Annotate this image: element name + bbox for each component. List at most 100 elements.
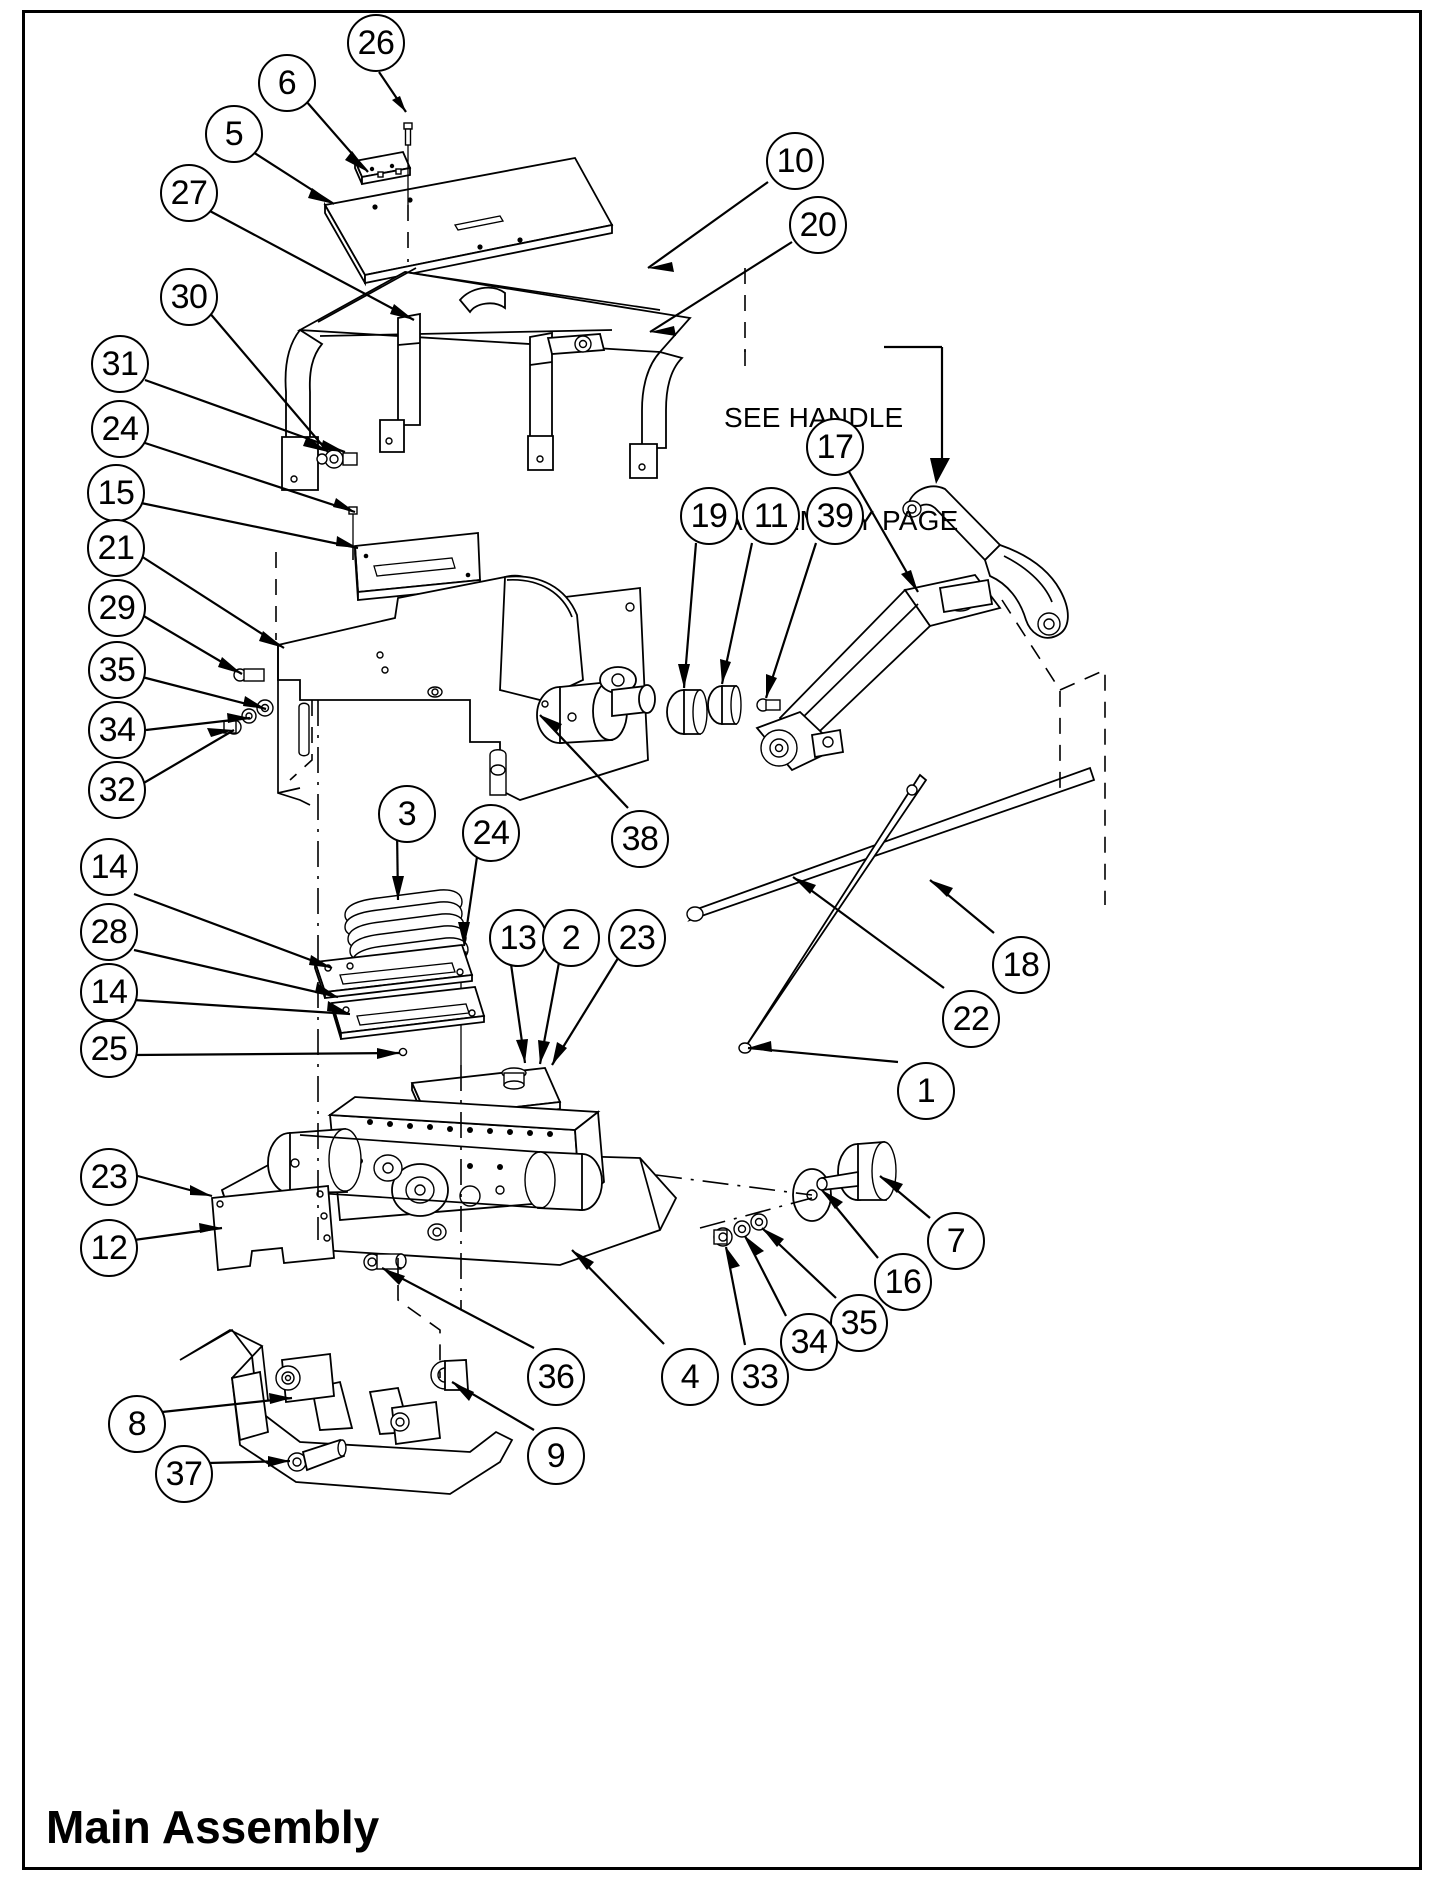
callout-balloon-14[interactable]: 14 [80,838,138,896]
callout-balloon-15[interactable]: 15 [87,464,145,522]
callout-number: 18 [1002,946,1040,984]
see-handle-assembly-note: SEE HANDLE ASSEMBLY PAGE [724,333,958,606]
callout-number: 32 [98,771,136,809]
callout-number: 22 [952,1000,990,1038]
callout-balloon-13[interactable]: 13 [489,909,547,967]
seat-plate-part-5 [323,156,614,287]
page-title: Main Assembly [46,1801,380,1853]
callout-balloon-10[interactable]: 10 [766,132,824,190]
callout-number: 33 [741,1358,779,1396]
callout-balloon-29[interactable]: 29 [88,579,146,637]
callout-balloon-28[interactable]: 28 [80,903,138,961]
callout-balloon-26[interactable]: 26 [347,14,405,72]
callout-number: 34 [98,711,136,749]
callout-number: 16 [884,1263,922,1301]
callout-balloon-37[interactable]: 37 [155,1445,213,1503]
callout-number: 26 [357,24,395,62]
callout-number: 15 [97,474,135,512]
callout-balloon-35[interactable]: 35 [88,641,146,699]
callout-number: 34 [790,1323,828,1361]
callout-number: 4 [680,1358,700,1396]
console-housing [354,532,481,601]
fastener-part-26 [403,122,413,205]
callout-number: 36 [537,1358,575,1396]
callout-balloon-33[interactable]: 33 [731,1348,789,1406]
callout-number: 3 [397,795,417,833]
callout-balloon-21[interactable]: 21 [87,519,145,577]
callout-balloon-36[interactable]: 36 [527,1348,585,1406]
callout-number: 31 [101,345,139,383]
callout-balloon-11[interactable]: 11 [742,487,800,545]
fasteners-parts-30-31 [316,449,358,469]
callout-number: 23 [90,1158,128,1196]
callout-number: 5 [224,115,244,153]
callout-balloon-18[interactable]: 18 [992,936,1050,994]
callout-balloon-25[interactable]: 25 [80,1020,138,1078]
callout-balloon-12[interactable]: 12 [80,1219,138,1277]
callout-number: 13 [499,919,537,957]
callout-balloon-16[interactable]: 16 [874,1253,932,1311]
callout-balloon-2[interactable]: 2 [542,909,600,967]
callout-number: 23 [618,919,656,957]
callout-balloon-27[interactable]: 27 [160,164,218,222]
callout-balloon-23[interactable]: 23 [80,1148,138,1206]
callout-number: 29 [98,589,136,627]
callout-number: 35 [98,651,136,689]
frame-rollbar-part-27 [281,267,692,491]
callout-balloon-8[interactable]: 8 [108,1395,166,1453]
callout-balloon-35[interactable]: 35 [830,1294,888,1352]
callout-balloon-3[interactable]: 3 [378,785,436,843]
handle-assembly-right [755,485,1069,772]
callout-balloon-24[interactable]: 24 [91,400,149,458]
callout-number: 35 [840,1304,878,1342]
callout-balloon-32[interactable]: 32 [88,761,146,819]
callout-balloon-19[interactable]: 19 [680,487,738,545]
fastener-stack-left [223,668,274,735]
callout-balloon-6[interactable]: 6 [258,54,316,112]
main-body-panel [277,574,649,806]
callout-balloon-14[interactable]: 14 [80,963,138,1021]
callout-balloon-20[interactable]: 20 [789,196,847,254]
callout-number: 11 [753,497,789,535]
callout-balloon-5[interactable]: 5 [205,105,263,163]
callout-balloon-24[interactable]: 24 [462,804,520,862]
callout-number: 1 [916,1072,936,1110]
callout-number: 17 [816,428,854,466]
callout-balloon-34[interactable]: 34 [780,1313,838,1371]
callout-balloon-23[interactable]: 23 [608,909,666,967]
skid-bumper-assembly [179,1328,514,1495]
pin-part-15 [348,506,358,545]
callout-number: 6 [277,64,297,102]
construction-lines [275,205,1106,1378]
callout-number: 27 [170,174,208,212]
callout-balloon-34[interactable]: 34 [88,701,146,759]
fastener-stack-right [713,1213,768,1247]
callout-number: 30 [170,278,208,316]
callout-number: 7 [946,1222,966,1260]
callout-number: 10 [776,142,814,180]
callout-balloon-31[interactable]: 31 [91,335,149,393]
long-rods [686,766,1096,1054]
callout-number: 2 [561,919,581,957]
callout-number: 9 [546,1437,566,1475]
callout-balloon-30[interactable]: 30 [160,268,218,326]
callout-balloon-4[interactable]: 4 [661,1348,719,1406]
callout-balloon-39[interactable]: 39 [806,487,864,545]
callout-balloon-7[interactable]: 7 [927,1212,985,1270]
leader-lines [133,71,995,1467]
lower-base-assembly [211,1067,678,1272]
callout-number: 21 [97,529,135,567]
callout-balloon-38[interactable]: 38 [611,810,669,868]
callout-number: 14 [90,973,128,1011]
callout-balloon-17[interactable]: 17 [806,418,864,476]
callout-balloon-22[interactable]: 22 [942,990,1000,1048]
callout-balloon-9[interactable]: 9 [527,1427,585,1485]
callout-number: 24 [101,410,139,448]
wheel-hub-parts-7-16 [792,1141,897,1222]
callout-number: 19 [690,497,728,535]
callout-number: 37 [165,1455,203,1493]
callout-balloon-1[interactable]: 1 [897,1062,955,1120]
drum-assembly [536,666,656,744]
